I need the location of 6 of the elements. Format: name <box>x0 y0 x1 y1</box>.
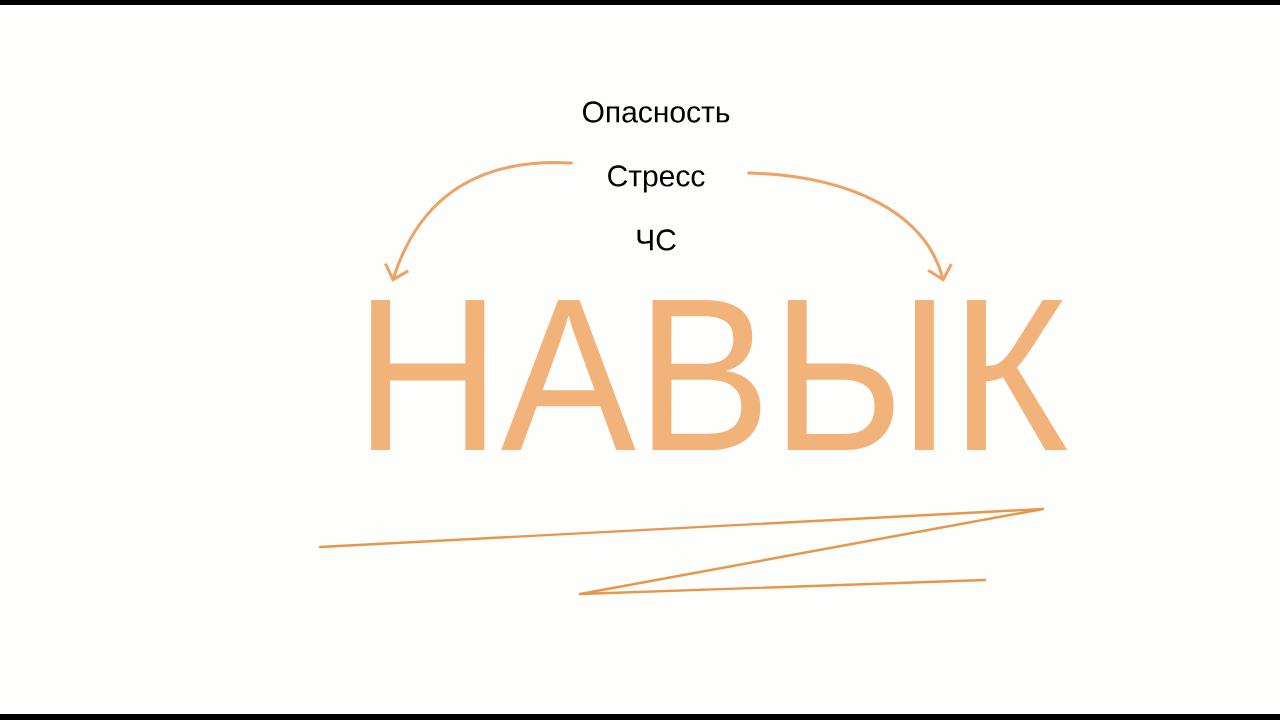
word-label: Стресс <box>608 165 705 193</box>
curved-arrow <box>384 161 573 282</box>
word-label: Опасность <box>583 101 730 123</box>
handwritten-word: НАВЫК <box>371 299 1068 451</box>
curved-arrow <box>747 171 953 282</box>
word-label: ЧС <box>637 229 676 251</box>
